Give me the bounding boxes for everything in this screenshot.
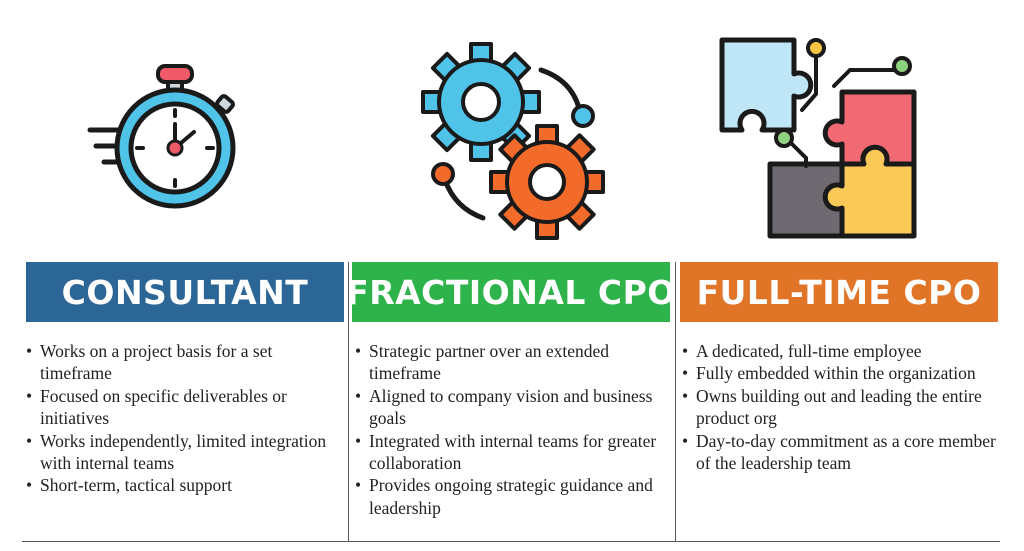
fractional-cpo-banner: FRACTIONAL CPO bbox=[346, 262, 675, 322]
bullet-item: Works independently, limited integration… bbox=[26, 430, 340, 475]
bullet-item: Aligned to company vision and business g… bbox=[355, 385, 673, 430]
icon-area bbox=[349, 0, 675, 258]
bullet-item: Short-term, tactical support bbox=[26, 474, 340, 497]
consultant-banner: CONSULTANT bbox=[26, 262, 344, 322]
gears-icon bbox=[421, 42, 605, 240]
consultant-bullet-list: Works on a project basis for a set timef… bbox=[26, 340, 340, 497]
bullet-item: A dedicated, full-time employee bbox=[682, 340, 1004, 363]
bullet-item: Provides ongoing strategic guidance and … bbox=[355, 474, 673, 519]
column-fractional-cpo: FRACTIONAL CPO Strategic partner over an… bbox=[346, 0, 675, 551]
puzzle-icon bbox=[719, 37, 917, 239]
bullet-item: Integrated with internal teams for great… bbox=[355, 430, 673, 475]
full-time-cpo-bullet-list: A dedicated, full-time employee Fully em… bbox=[682, 340, 1004, 474]
stopwatch-icon bbox=[87, 64, 236, 209]
column-full-time-cpo: FULL-TIME CPO A dedicated, full-time emp… bbox=[676, 0, 1024, 551]
column-title: FULL-TIME CPO bbox=[696, 272, 982, 312]
column-divider bbox=[675, 262, 676, 542]
column-title: CONSULTANT bbox=[61, 272, 309, 312]
column-consultant: CONSULTANT Works on a project basis for … bbox=[0, 0, 348, 551]
bullet-item: Fully embedded within the organization bbox=[682, 362, 1004, 385]
icon-area bbox=[0, 0, 348, 258]
bullet-item: Focused on specific deliverables or init… bbox=[26, 385, 340, 430]
icon-area bbox=[676, 0, 1024, 258]
bullet-item: Owns building out and leading the entire… bbox=[682, 385, 1004, 430]
fractional-cpo-bullet-list: Strategic partner over an extended timef… bbox=[355, 340, 673, 519]
full-time-cpo-banner: FULL-TIME CPO bbox=[680, 262, 998, 322]
column-divider bbox=[348, 262, 349, 542]
bottom-rule bbox=[22, 541, 1000, 542]
column-title: FRACTIONAL CPO bbox=[346, 272, 676, 312]
bullet-item: Strategic partner over an extended timef… bbox=[355, 340, 673, 385]
bullet-item: Day-to-day commitment as a core member o… bbox=[682, 430, 1004, 475]
bullet-item: Works on a project basis for a set timef… bbox=[26, 340, 340, 385]
